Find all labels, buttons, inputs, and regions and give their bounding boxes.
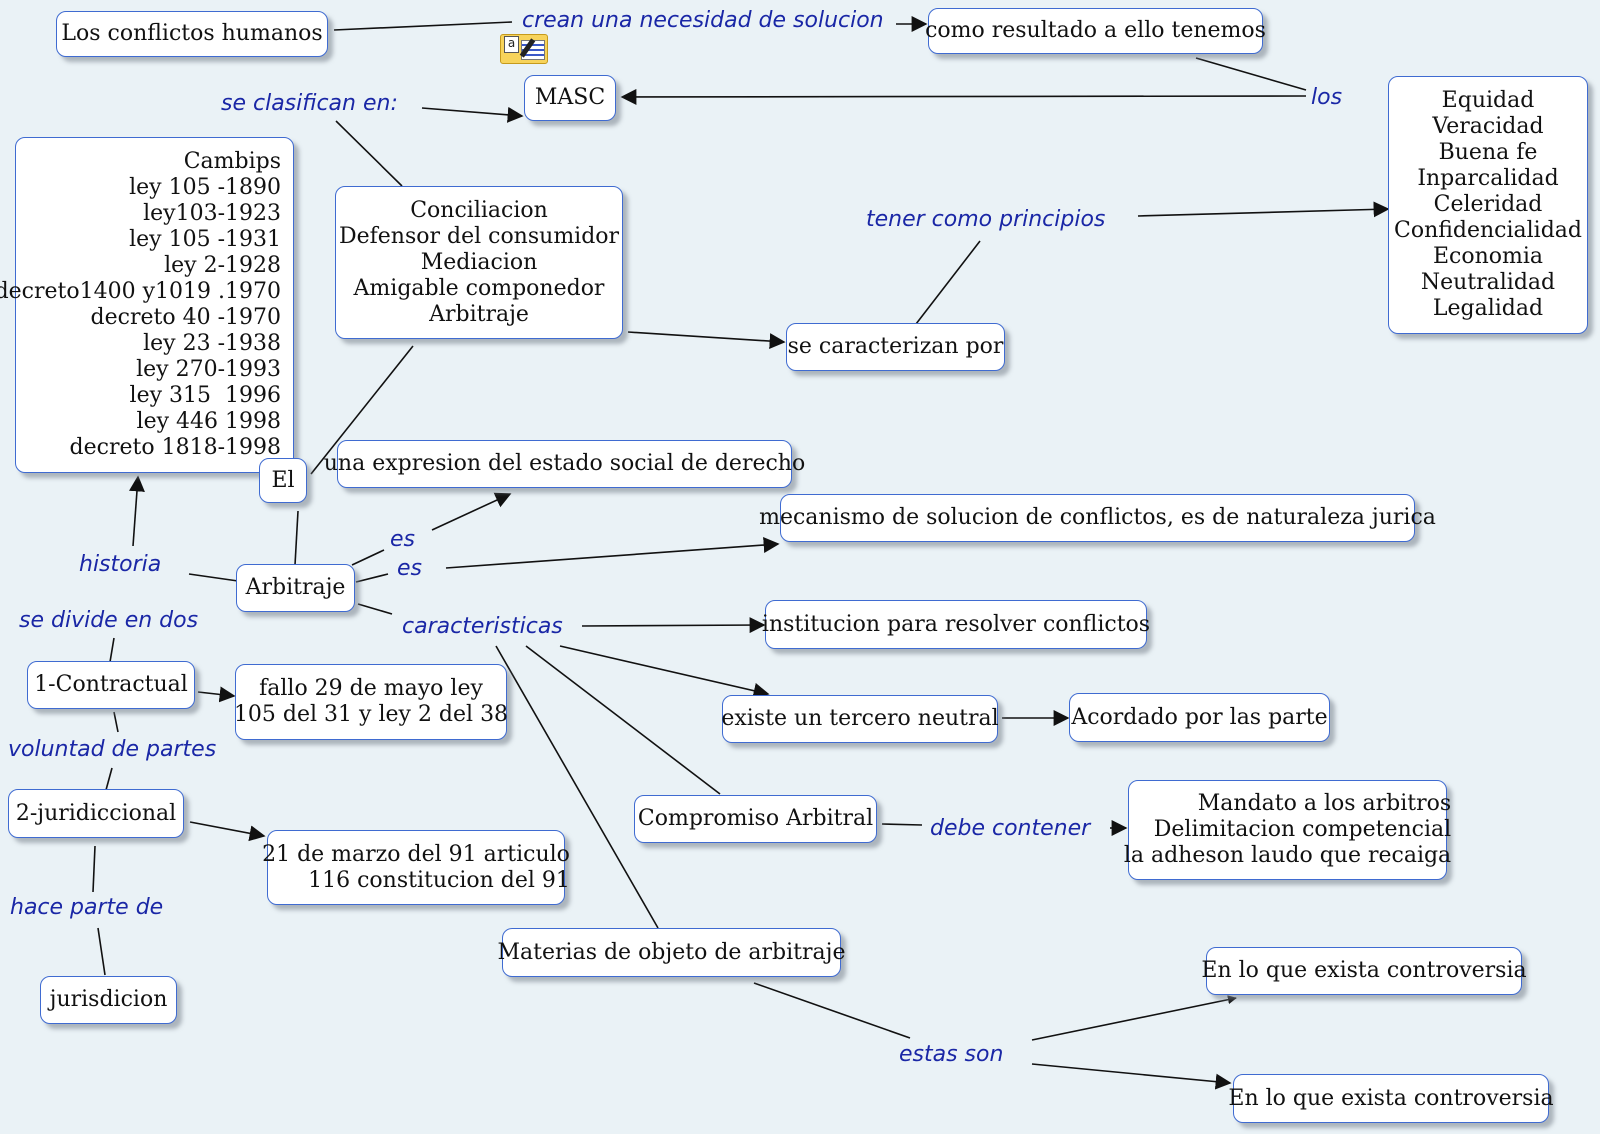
link-se-clasifican-masc [421,106,524,123]
concept-fallo-ley[interactable]: fallo 29 de mayo ley 105 del 31 y ley 2 … [234,664,508,740]
linking-phrase-hace-parte: hace parte de [10,895,164,920]
link-resultado-los [1195,57,1307,91]
link-arbitraje-es2 [355,573,389,583]
concept-controversia-1[interactable]: En lo que exista controversia [1201,947,1527,995]
concept-historia-leyes[interactable]: Cambips ley 105 -1890 ley103-1923 ley 10… [0,137,294,473]
linking-phrase-debe-contener: debe contener [930,816,1091,841]
linking-phrase-se-clasifican: se clasifican en: [221,91,398,116]
link-tener-principios [1137,201,1390,218]
link-contractual-fallo [197,686,236,703]
concept-jurisdicion[interactable]: jurisdicion [40,976,177,1024]
link-arbitraje-es1 [351,549,385,566]
link-juridiccional-hace [92,845,96,893]
concept-se-caracterizan-por[interactable]: se caracterizan por [786,323,1005,371]
linking-phrase-es-1: es [390,527,415,552]
link-historia-box [128,475,145,547]
concept-mandato-arbitros[interactable]: Mandato a los arbitros Delimitacion comp… [1124,780,1451,880]
link-caracteristicas-tercero [559,645,770,699]
annotation-note-icon[interactable]: a [500,34,548,64]
link-arbitraje-historia [188,573,239,582]
link-el-clasificacion [310,345,414,475]
concept-el[interactable]: El [259,458,307,503]
link-es2-mecanismo [445,537,780,569]
concept-mecanismo-solucion[interactable]: mecanismo de solucion de conflictos, es … [759,494,1436,542]
linking-phrase-los: los [1311,85,1343,110]
link-compromiso-debe [881,823,923,826]
concept-principios-list[interactable]: Equidad Veracidad Buena fe Inparcalidad … [1388,76,1588,334]
link-se-divide-contractual [109,637,115,663]
concept-como-resultado[interactable]: como resultado a ello tenemos [925,8,1266,54]
concept-arbitraje[interactable]: Arbitraje [236,564,355,612]
link-clasificacion-se-clasifican [335,120,403,187]
concept-los-conflictos-humanos[interactable]: Los conflictos humanos [56,11,328,57]
concept-juridiccional[interactable]: 2-juridiccional [8,789,184,838]
link-contractual-voluntad [113,711,119,733]
link-se-caracterizan-tener [915,240,981,325]
concept-masc[interactable]: MASC [524,75,616,121]
linking-phrase-crean: crean una necesidad de solucion [522,8,884,33]
link-conflictos-crean [333,21,513,31]
link-juridiccional-marzo [189,821,266,842]
concept-controversia-2[interactable]: En lo que exista controversia [1228,1074,1554,1123]
link-materias-estas [753,982,911,1039]
link-caracteristicas-compromiso [525,645,721,795]
link-estas-controversia1 [1031,995,1237,1041]
concept-clasificacion-list[interactable]: Conciliacion Defensor del consumidor Med… [335,186,623,339]
link-caracteristicas-institucion [581,617,766,634]
concept-acordado-parte[interactable]: Acordado por las parte [1069,693,1330,742]
linking-phrase-historia: historia [79,552,162,577]
linking-phrase-voluntad: voluntad de partes [8,737,217,762]
link-es1-expresion [431,492,512,531]
concept-institucion-resolver[interactable]: institucion para resolver conflictos [762,600,1150,649]
concept-marzo-constitucion[interactable]: 21 de marzo del 91 articulo 116 constitu… [262,830,570,905]
concept-materias-objeto[interactable]: Materias de objeto de arbitraje [498,928,845,977]
link-caracteristicas-materias [495,645,659,929]
concept-tercero-neutral[interactable]: existe un tercero neutral [721,695,999,743]
concept-compromiso-arbitral[interactable]: Compromiso Arbitral [634,795,877,843]
link-voluntad-juridiccional [105,767,113,791]
link-clasificacion-se-caracterizan [627,331,786,350]
concept-expresion-estado-social[interactable]: una expresion del estado social de derec… [324,440,805,488]
concept-contractual[interactable]: 1-Contractual [27,661,195,709]
linking-phrase-se-divide: se divide en dos [19,608,199,633]
link-arbitraje-el [294,510,299,566]
linking-phrase-estas-son: estas son [899,1042,1004,1067]
link-estas-controversia2 [1031,1063,1232,1090]
link-los-masc [620,88,1307,105]
linking-phrase-tener-principios: tener como principios [866,207,1106,232]
linking-phrase-es-2: es [397,556,422,581]
linking-phrase-caracteristicas: caracteristicas [402,614,563,639]
link-hace-jurisdicion [97,927,106,976]
link-arbitraje-caracteristicas [357,603,393,615]
